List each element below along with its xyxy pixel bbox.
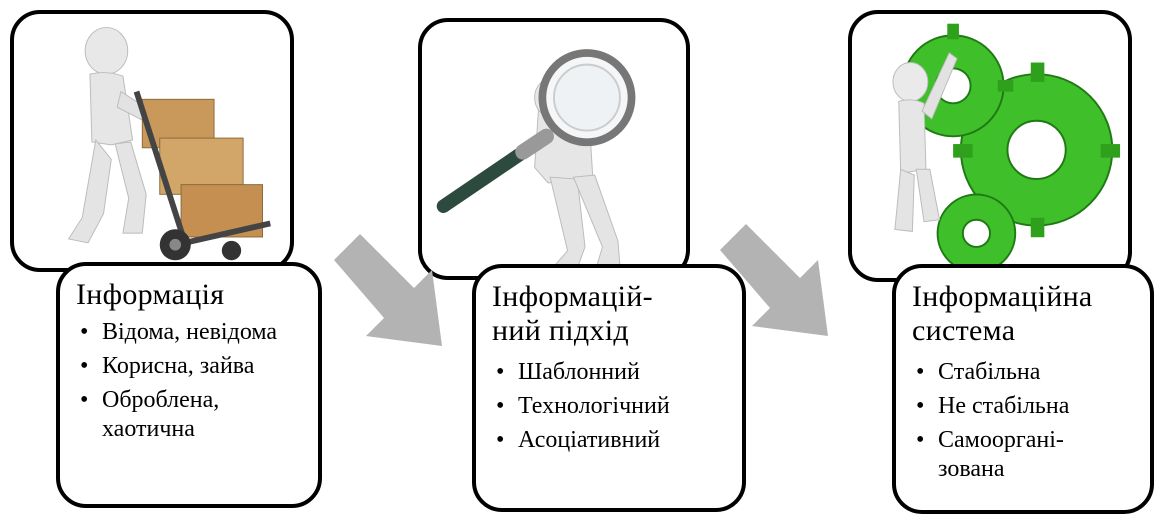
arrow-right-down-icon xyxy=(334,234,442,346)
box-title: Інформація xyxy=(76,278,225,311)
list-item: Стабільна xyxy=(912,358,1134,387)
list-item: Корисна, зайва xyxy=(76,352,302,381)
list-item: Технологічний xyxy=(492,392,726,421)
figure-pushing-boxes-icon xyxy=(67,27,271,261)
text-box-1: Інформація Відома, невідома Корисна, зай… xyxy=(56,262,322,508)
item-list: Відома, невідома Корисна, зайва Оброблен… xyxy=(76,318,302,444)
text-box-3: Інформаційна система Стабільна Не стабіл… xyxy=(892,264,1154,514)
item-list: Стабільна Не стабільна Самоорганi-зована xyxy=(912,358,1134,484)
list-item: Відома, невідома xyxy=(76,318,302,347)
list-item: Самоорганi-зована xyxy=(912,426,1088,484)
list-item: Не стабільна xyxy=(912,392,1134,421)
box-title: Інформацій-ний підхід xyxy=(492,280,653,347)
image-card-2 xyxy=(418,18,690,280)
list-item: Оброблена, хаотична xyxy=(76,386,302,444)
arrow-right-down-icon xyxy=(720,224,828,336)
list-item: Шаблонний xyxy=(492,358,726,387)
text-box-2: Інформацій-ний підхід Шаблонний Технолог… xyxy=(472,264,746,512)
image-card-3 xyxy=(848,10,1132,282)
item-list: Шаблонний Технологічний Асоціативний xyxy=(492,358,726,455)
image-card-1 xyxy=(10,10,294,272)
box-title: Інформаційна система xyxy=(912,280,1093,347)
figure-with-magnifier-icon xyxy=(436,49,636,269)
figure-with-green-gears-icon xyxy=(892,23,1121,274)
list-item: Асоціативний xyxy=(492,426,726,455)
